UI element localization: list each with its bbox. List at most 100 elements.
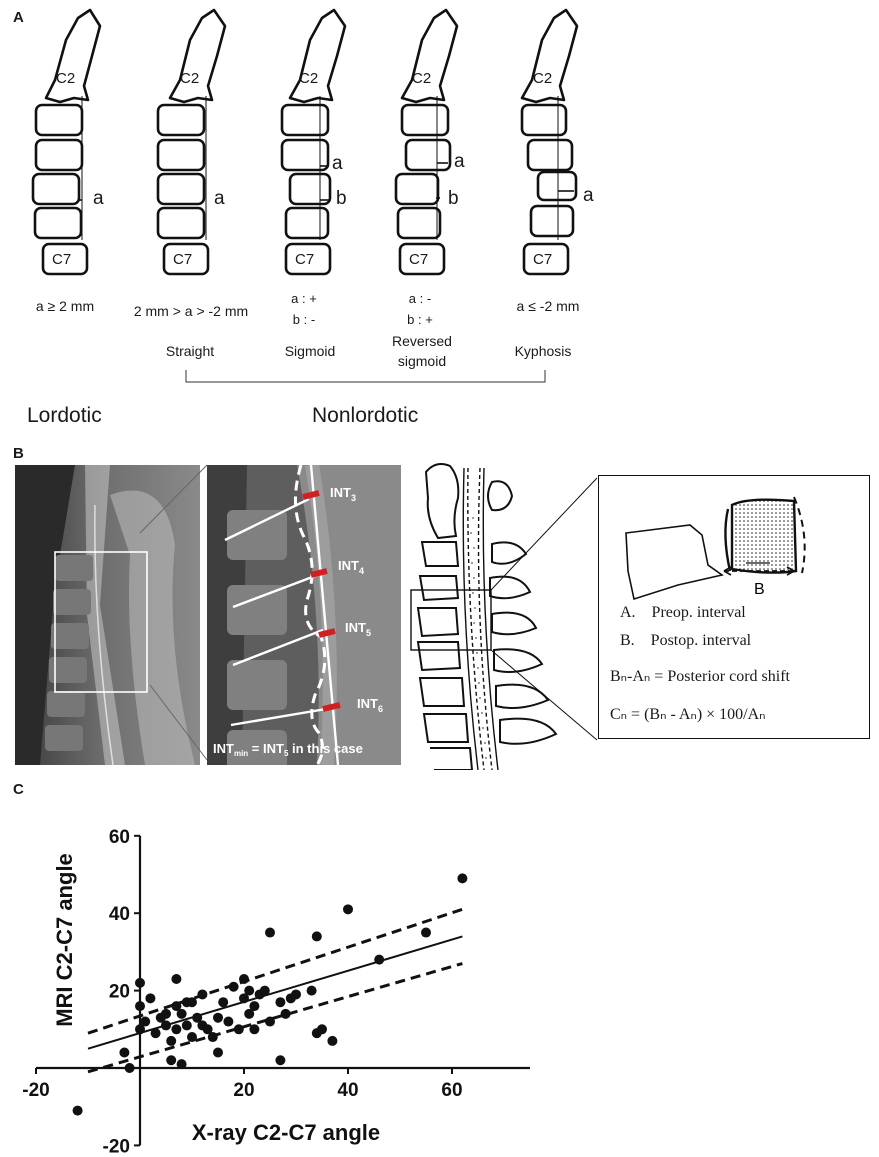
data-point (187, 1032, 197, 1042)
data-point (166, 1055, 176, 1065)
scatter-chart: -20 20 40 60 -20 20 40 60 MRI C2-C7 angle X-ray… (0, 790, 600, 1157)
name-sigmoid: Sigmoid (270, 343, 350, 359)
c7-label: C7 (533, 251, 552, 268)
data-point (317, 1024, 327, 1034)
data-point (140, 1017, 150, 1027)
y-tick-label: 60 (109, 827, 130, 848)
legend-b: B. Postop. interval (620, 632, 751, 650)
spine-diagrams (0, 0, 879, 290)
x-tick-label: -20 (22, 1080, 49, 1101)
nonlordotic-bracket (0, 360, 879, 390)
inset-drawing: B (598, 475, 870, 615)
data-point (182, 1020, 192, 1030)
c2-label: C2 (299, 70, 318, 87)
data-point (281, 1009, 291, 1019)
data-point (125, 1063, 135, 1073)
spine-line-drawing (408, 458, 598, 770)
data-point (249, 1001, 259, 1011)
legend-a: A. Preop. interval (620, 604, 746, 622)
c7-label: C7 (295, 251, 314, 268)
measure-a-label: a (93, 188, 104, 210)
data-point (145, 993, 155, 1003)
data-point (213, 1013, 223, 1023)
spine-straight (158, 10, 225, 274)
data-point (275, 997, 285, 1007)
formula-cord-shift: Bₙ-Aₙ = Posterior cord shift (610, 666, 790, 686)
inset-b-label: B (754, 581, 765, 598)
data-point (73, 1106, 83, 1116)
criteria-sigmoid-b: b : - (284, 311, 324, 329)
data-point (161, 1009, 171, 1019)
c7-label: C7 (173, 251, 192, 268)
y-tick-label: 40 (109, 904, 130, 925)
spine-lordotic (33, 10, 100, 274)
data-point (151, 1028, 161, 1038)
data-point (187, 997, 197, 1007)
data-point (244, 986, 254, 996)
y-tick-label: -20 (103, 1136, 130, 1157)
ci-upper-line (88, 909, 462, 1033)
data-point (119, 1048, 129, 1058)
group-nonlordotic-label: Nonlordotic (312, 404, 418, 428)
data-point (171, 974, 181, 984)
measure-a-label: a (583, 185, 594, 207)
y-tick-label: 20 (109, 982, 130, 1003)
data-point (239, 974, 249, 984)
criteria-kyphosis: a ≤ -2 mm (508, 298, 588, 314)
data-point (218, 997, 228, 1007)
data-point (171, 1024, 181, 1034)
data-point (213, 1048, 223, 1058)
data-point (307, 986, 317, 996)
data-point (457, 873, 467, 883)
data-point (161, 1020, 171, 1030)
criteria-reversed-a: a : - (400, 290, 440, 308)
group-lordotic-label: Lordotic (27, 404, 102, 428)
x-tick-label: 40 (337, 1080, 358, 1101)
data-point (275, 1055, 285, 1065)
data-point (291, 989, 301, 999)
data-point (312, 931, 322, 941)
spine-sigmoid (282, 10, 345, 274)
c7-label: C7 (409, 251, 428, 268)
criteria-lordotic: a ≥ 2 mm (20, 298, 110, 314)
name-straight: Straight (150, 343, 230, 359)
data-point (374, 955, 384, 965)
data-point (265, 928, 275, 938)
c2-label: C2 (533, 70, 552, 87)
measure-b-label: b (336, 188, 347, 210)
criteria-reversed-b: b : + (400, 311, 440, 329)
data-point (197, 989, 207, 999)
data-point (249, 1024, 259, 1034)
name-kyphosis: Kyphosis (503, 343, 583, 359)
data-point (260, 986, 270, 996)
formula-cn: Cₙ = (Bₙ - Aₙ) × 100/Aₙ (610, 704, 766, 724)
name-reversed-sigmoid-1: Reversed (382, 333, 462, 349)
x-axis-label: X-ray C2-C7 angle (192, 1120, 380, 1145)
y-axis-label: MRI C2-C7 angle (52, 853, 77, 1027)
measure-a-label: a (332, 153, 343, 175)
x-tick-label: 20 (233, 1080, 254, 1101)
data-point (234, 1024, 244, 1034)
c2-label: C2 (180, 70, 199, 87)
c2-label: C2 (56, 70, 75, 87)
c2-label: C2 (412, 70, 431, 87)
data-point (421, 928, 431, 938)
data-point (177, 1059, 187, 1069)
c7-label: C7 (52, 251, 71, 268)
data-point (135, 978, 145, 988)
data-point (343, 904, 353, 914)
measure-a-label: a (214, 188, 225, 210)
data-point (135, 1001, 145, 1011)
data-point (166, 1036, 176, 1046)
measure-b-label: b (448, 188, 459, 210)
data-point (223, 1017, 233, 1027)
criteria-straight: 2 mm > a > -2 mm (112, 303, 270, 319)
data-point (229, 982, 239, 992)
spine-kyphosis (522, 10, 577, 274)
data-point (177, 1009, 187, 1019)
data-point (327, 1036, 337, 1046)
x-tick-label: 60 (441, 1080, 462, 1101)
data-point (208, 1032, 218, 1042)
criteria-sigmoid-a: a : + (284, 290, 324, 308)
spine-reversed-sigmoid (396, 10, 457, 274)
